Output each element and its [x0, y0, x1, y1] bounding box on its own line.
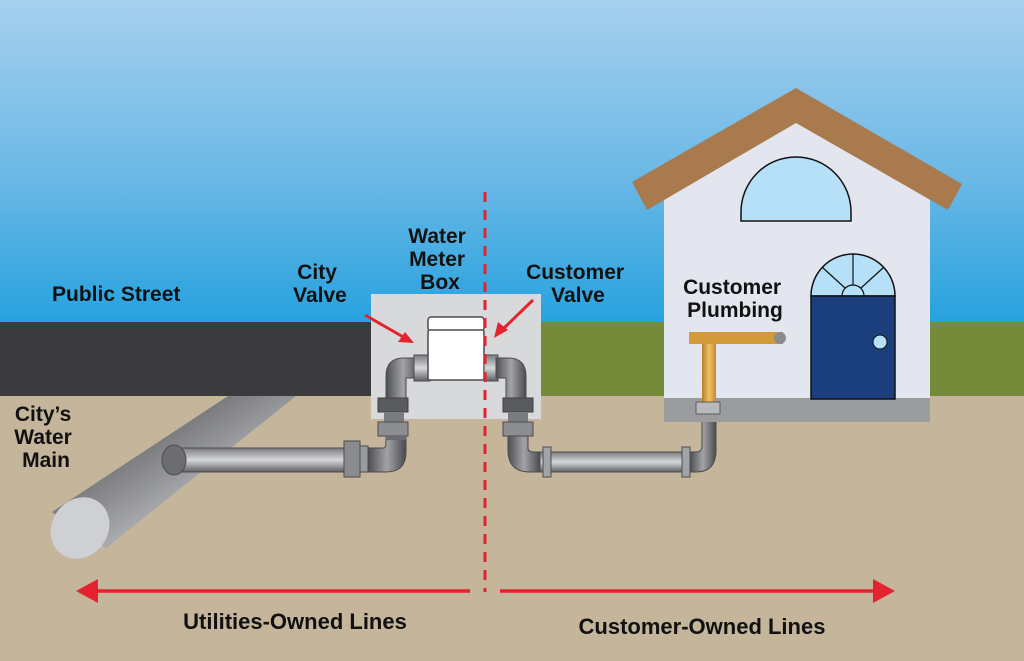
city-water-main-label: City’s Water Main — [14, 403, 77, 472]
attic-window — [740, 156, 852, 222]
water-meter-box-label: Water Meter Box — [408, 225, 471, 294]
customer-valve-assembly — [483, 354, 534, 437]
front-door — [810, 253, 896, 400]
customer-service-pipe — [507, 411, 717, 478]
pointer-arrow-icon — [364, 313, 414, 343]
roof — [632, 88, 962, 210]
public-street-label: Public Street — [52, 283, 180, 306]
customer-owned-lines-label: Customer-Owned Lines — [579, 614, 826, 639]
door-knob — [872, 334, 888, 350]
utility-service-pipe — [161, 431, 407, 478]
customer-plumbing-label: Customer Plumbing — [683, 276, 787, 322]
arrow-left-icon — [76, 579, 470, 603]
customer-plumbing-pipe — [689, 332, 786, 415]
city-valve-label: City Valve — [293, 261, 347, 307]
pointer-arrow-icon — [494, 298, 535, 338]
utilities-owned-lines-label: Utilities-Owned Lines — [183, 609, 407, 634]
city-valve-assembly — [377, 354, 431, 440]
house — [632, 88, 962, 422]
arrow-right-icon — [500, 579, 895, 603]
public-street-road — [0, 322, 372, 396]
water-meter — [427, 316, 485, 381]
customer-valve-label: Customer Valve — [526, 261, 630, 307]
